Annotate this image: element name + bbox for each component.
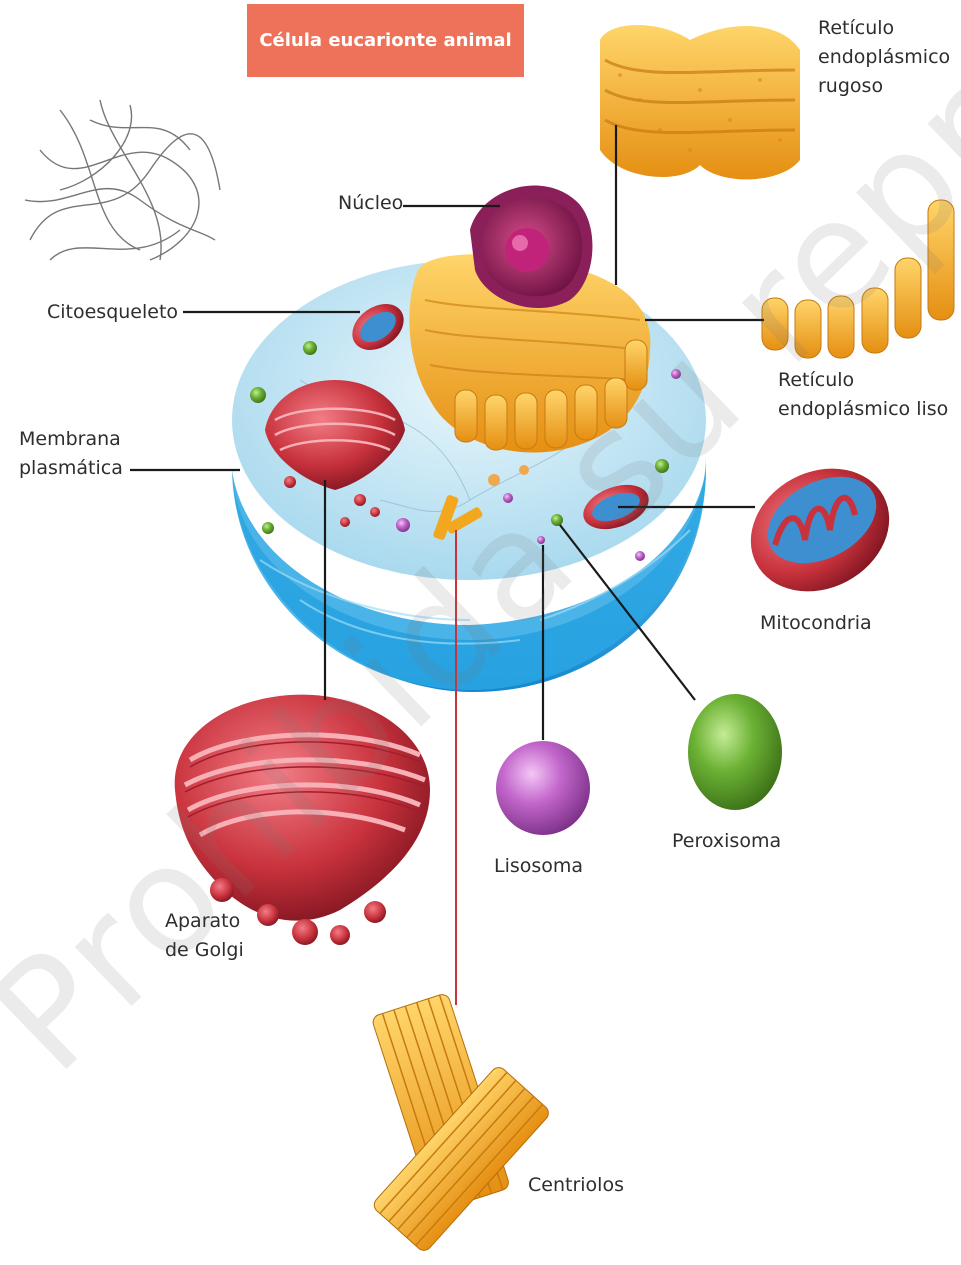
label-cytoskeleton: Citoesqueleto [47,298,178,327]
label-golgi: Aparato de Golgi [165,907,244,965]
label-smooth-er: Retículo endoplásmico liso [778,366,948,424]
mitochondrion-illustration [729,445,911,615]
label-centrioles: Centriolos [528,1171,624,1200]
label-rough-er: Retículo endoplásmico rugoso [818,14,950,101]
lysosome-illustration [496,741,590,835]
label-nucleus: Núcleo [338,189,403,218]
label-mitochondria: Mitocondria [760,609,872,638]
diagram-title: Célula eucarionte animal [259,30,511,51]
title-banner: Célula eucarionte animal [247,4,524,77]
centrioles-illustration [371,993,552,1254]
cytoskeleton-illustration [25,100,220,260]
label-plasma-membrane: Membrana plasmática [19,425,123,483]
rough-er-illustration [600,25,800,179]
peroxisome-illustration [688,694,782,810]
label-peroxisome: Peroxisoma [672,827,781,856]
label-lysosome: Lisosoma [494,852,583,881]
